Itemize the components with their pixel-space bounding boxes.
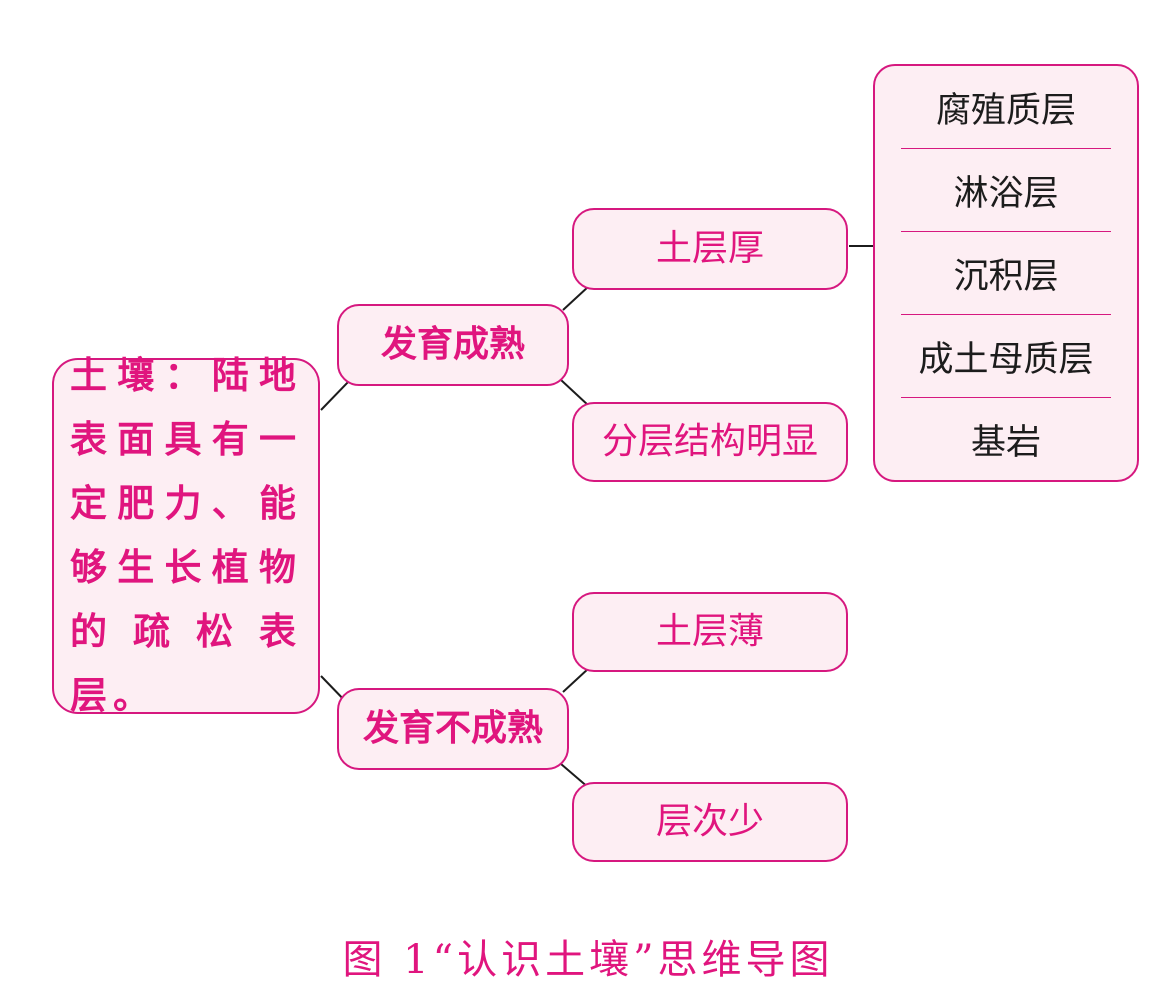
layer-divider	[901, 231, 1111, 232]
branch-node-mature: 发育成熟	[337, 304, 569, 386]
root-node-text: 土壤：陆地表面具有一定肥力、能够生长植物的疏松表层。	[70, 354, 302, 717]
layer-divider	[901, 314, 1111, 315]
layer-divider	[901, 397, 1111, 398]
branch-node-immature-label: 发育不成熟	[362, 708, 543, 749]
connector-mature-thick	[562, 285, 590, 311]
branch-node-mature-label: 发育成熟	[380, 324, 525, 365]
root-node-soil-definition: 土壤：陆地表面具有一定肥力、能够生长植物的疏松表层。	[52, 354, 320, 717]
connector-root-mature	[320, 379, 351, 411]
leaf-node-thick-soil: 土层厚	[572, 208, 848, 290]
connector-immature-thin	[562, 667, 590, 693]
soil-layers-box: 腐殖质层 淋浴层 沉积层 成土母质层 基岩	[873, 64, 1139, 482]
leaf-node-thick-soil-label: 土层厚	[655, 228, 764, 269]
connector-mature-layered	[560, 379, 590, 407]
leaf-node-thin-soil-label: 土层薄	[655, 611, 764, 652]
soil-layer-item: 沉积层	[953, 256, 1059, 297]
soil-layer-item: 成土母质层	[918, 339, 1094, 380]
leaf-node-few-layers-label: 层次少	[655, 801, 764, 842]
leaf-node-layered-structure-label: 分层结构明显	[601, 421, 818, 462]
leaf-node-thin-soil: 土层薄	[572, 592, 848, 672]
branch-node-immature: 发育不成熟	[337, 688, 569, 770]
leaf-node-few-layers: 层次少	[572, 782, 848, 862]
soil-layer-item: 淋浴层	[953, 173, 1059, 214]
leaf-node-layered-structure: 分层结构明显	[572, 402, 848, 482]
soil-layer-item: 基岩	[970, 422, 1041, 463]
soil-layer-item: 腐殖质层	[935, 90, 1076, 131]
layer-divider	[901, 148, 1111, 149]
figure-caption: 图 1“认识土壤”思维导图	[342, 937, 834, 983]
